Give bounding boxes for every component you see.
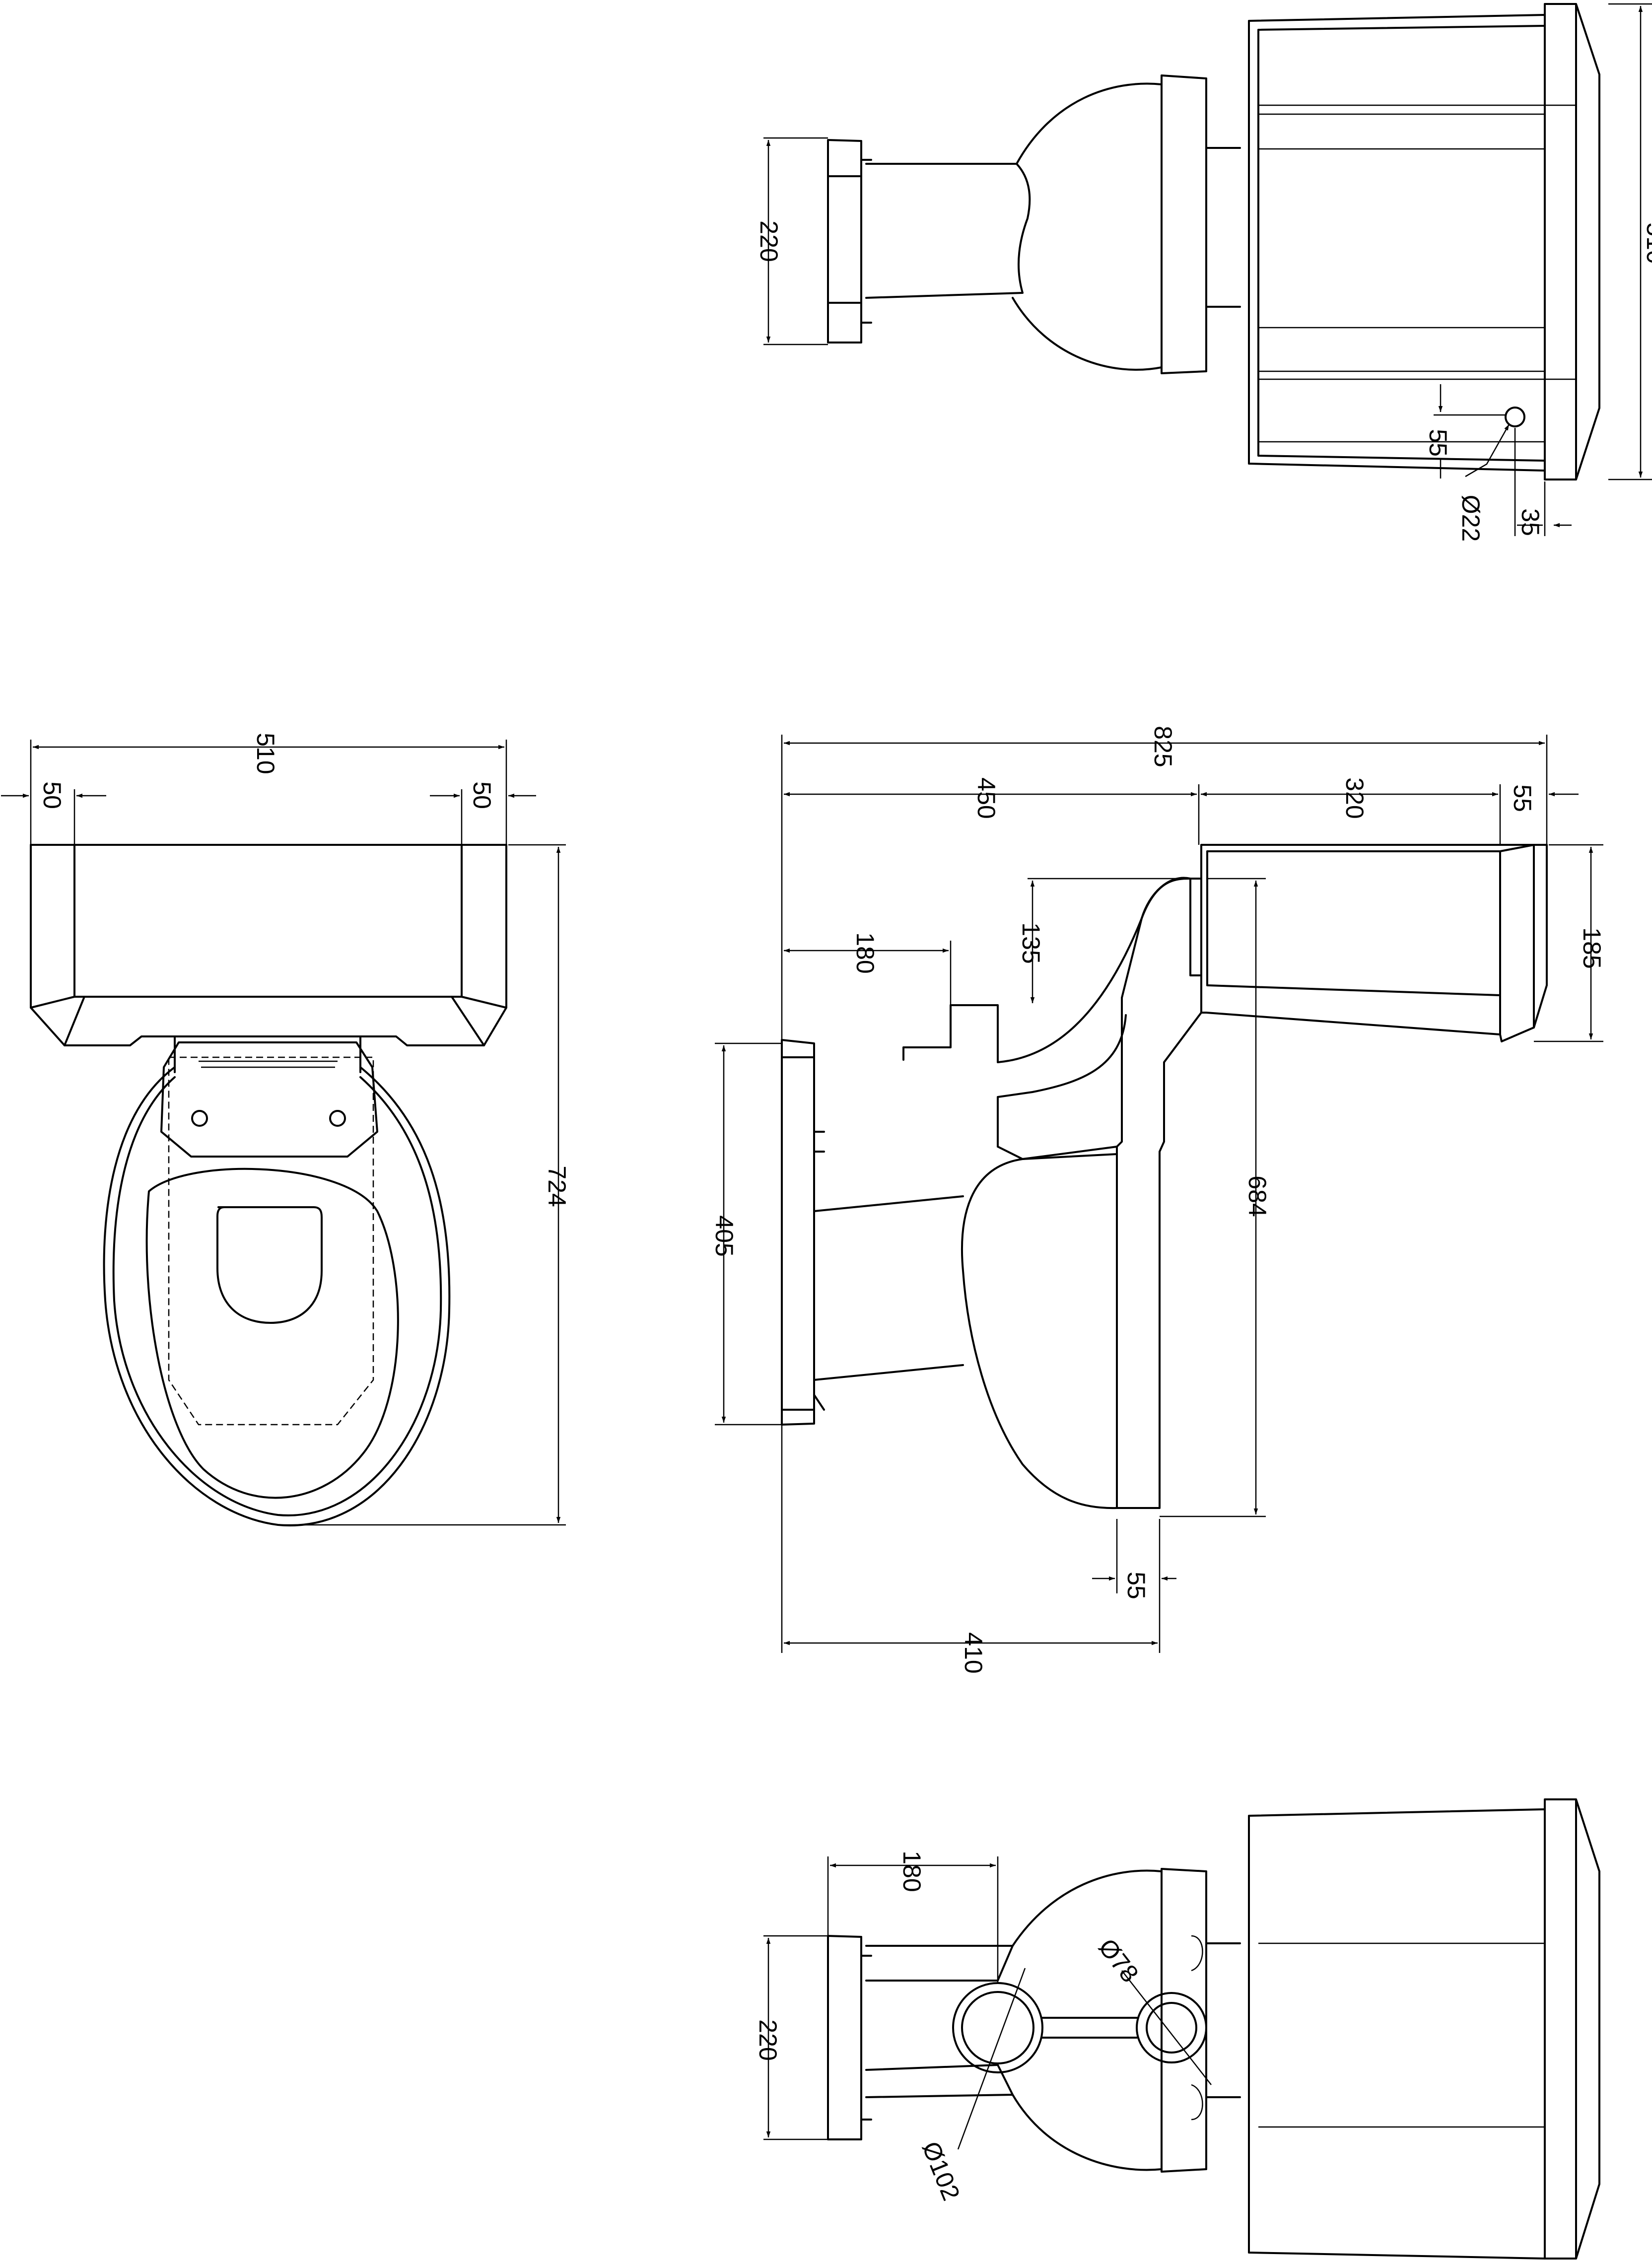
top-view-waste-diameter-label: Ø22 xyxy=(1457,495,1485,542)
bottom-view-pan-foot xyxy=(827,1935,872,2140)
bottom-view-outlet-offset-label: 180 xyxy=(898,1851,926,1892)
side-view-pan-top xyxy=(902,878,1191,1063)
front-view-hinge-bolt-right xyxy=(329,1110,346,1127)
front-view-cistern-bevel xyxy=(30,844,507,1046)
side-view xyxy=(781,844,1548,1509)
side-view-cistern-overhang-label: 55 xyxy=(1509,784,1536,812)
top-view-waste-offset-x-label: 35 xyxy=(1516,508,1544,536)
top-view-pan-body xyxy=(865,82,1241,371)
front-view-width-label: 510 xyxy=(252,733,279,774)
front-view-hinge-plate xyxy=(160,1041,378,1158)
side-view-cistern-outline xyxy=(1200,844,1548,1042)
bottom-view-pan-rim xyxy=(1161,1868,1207,2173)
side-view-dimensions: 825 450 320 55 185 180 135 684 405 55 xyxy=(710,726,1606,1673)
bottom-view-slots xyxy=(1191,1935,1203,2121)
side-view-cistern-inner xyxy=(1206,844,1535,1035)
bottom-view xyxy=(827,1798,1600,2260)
side-view-foot-connector xyxy=(813,1195,964,1411)
side-view-overall-length-label: 825 xyxy=(1149,726,1177,767)
top-view-pan-foot xyxy=(827,139,872,343)
side-view-foot-height-label: 405 xyxy=(710,1215,738,1256)
front-view-height-label: 724 xyxy=(543,1165,571,1207)
side-view-flush-connector xyxy=(1189,878,1202,976)
bottom-view-cistern-panel-lines xyxy=(1258,1942,1545,2128)
side-view-cistern-height-label: 185 xyxy=(1578,927,1606,968)
bottom-view-inlet-diameter-label: Ø78 xyxy=(1093,1933,1144,1988)
front-view-hinge-bolt-left xyxy=(191,1110,208,1127)
side-view-rim-overhang-label: 55 xyxy=(1122,1572,1150,1599)
front-view-hinge-lines xyxy=(199,1060,338,1068)
side-view-seat-height-label: 684 xyxy=(1243,1175,1271,1217)
bottom-view-inlet-outer xyxy=(1136,1992,1207,2063)
front-view-side-right-label: 50 xyxy=(468,781,496,809)
top-view-waste-offset-y-label: 55 xyxy=(1424,429,1452,457)
top-view-cistern-inner xyxy=(1257,25,1546,462)
front-view-pan-rim xyxy=(112,1076,442,1516)
side-view-pan-length-label: 450 xyxy=(972,777,1000,819)
front-view-seat xyxy=(145,1167,399,1499)
side-view-pan-body xyxy=(1116,877,1202,1509)
side-view-outlet-height-label: 135 xyxy=(1017,922,1045,963)
bottom-view-outlet-inner xyxy=(961,1991,1034,2064)
top-view-cistern-lid xyxy=(1544,3,1600,480)
top-view-width-label: 510 xyxy=(1642,222,1652,264)
bottom-view-depth-label: 220 xyxy=(754,2019,782,2060)
side-view-bowl-front xyxy=(961,1153,1118,1509)
front-view-lid xyxy=(168,1056,374,1426)
bottom-view-pan-body xyxy=(865,1869,1241,2171)
front-view-dimensions: 510 50 50 724 xyxy=(1,733,571,1526)
side-view-cistern-length-label: 320 xyxy=(1341,777,1369,819)
front-view xyxy=(30,844,507,1527)
top-view-cistern-panel-lines xyxy=(1258,104,1576,443)
top-view-pan-bowl xyxy=(1161,74,1207,374)
top-view-dimensions: 510 220 55 35 Ø22 xyxy=(755,3,1652,542)
front-view-side-left-label: 50 xyxy=(38,781,66,809)
bottom-view-outlet-outer xyxy=(952,1982,1043,2073)
top-view xyxy=(827,3,1600,480)
bottom-view-cistern-lid xyxy=(1544,1798,1600,2260)
bottom-view-channel xyxy=(1041,2017,1138,2039)
side-view-foot xyxy=(781,1039,825,1426)
top-view-waste-hole xyxy=(1505,407,1525,427)
side-view-outlet-offset-label: 180 xyxy=(851,932,879,973)
bottom-view-inlet-inner xyxy=(1146,2002,1197,2054)
bottom-view-cistern-outline xyxy=(1248,1808,1546,2260)
top-view-cistern-outline xyxy=(1248,14,1546,472)
side-view-base-length-label: 410 xyxy=(960,1632,987,1673)
front-view-seat-opening xyxy=(216,1206,323,1324)
front-view-cistern xyxy=(30,844,507,1046)
bottom-view-dimensions: 180 220 Ø78 Ø102 xyxy=(754,1851,1212,2204)
top-view-depth-label: 220 xyxy=(755,220,783,262)
